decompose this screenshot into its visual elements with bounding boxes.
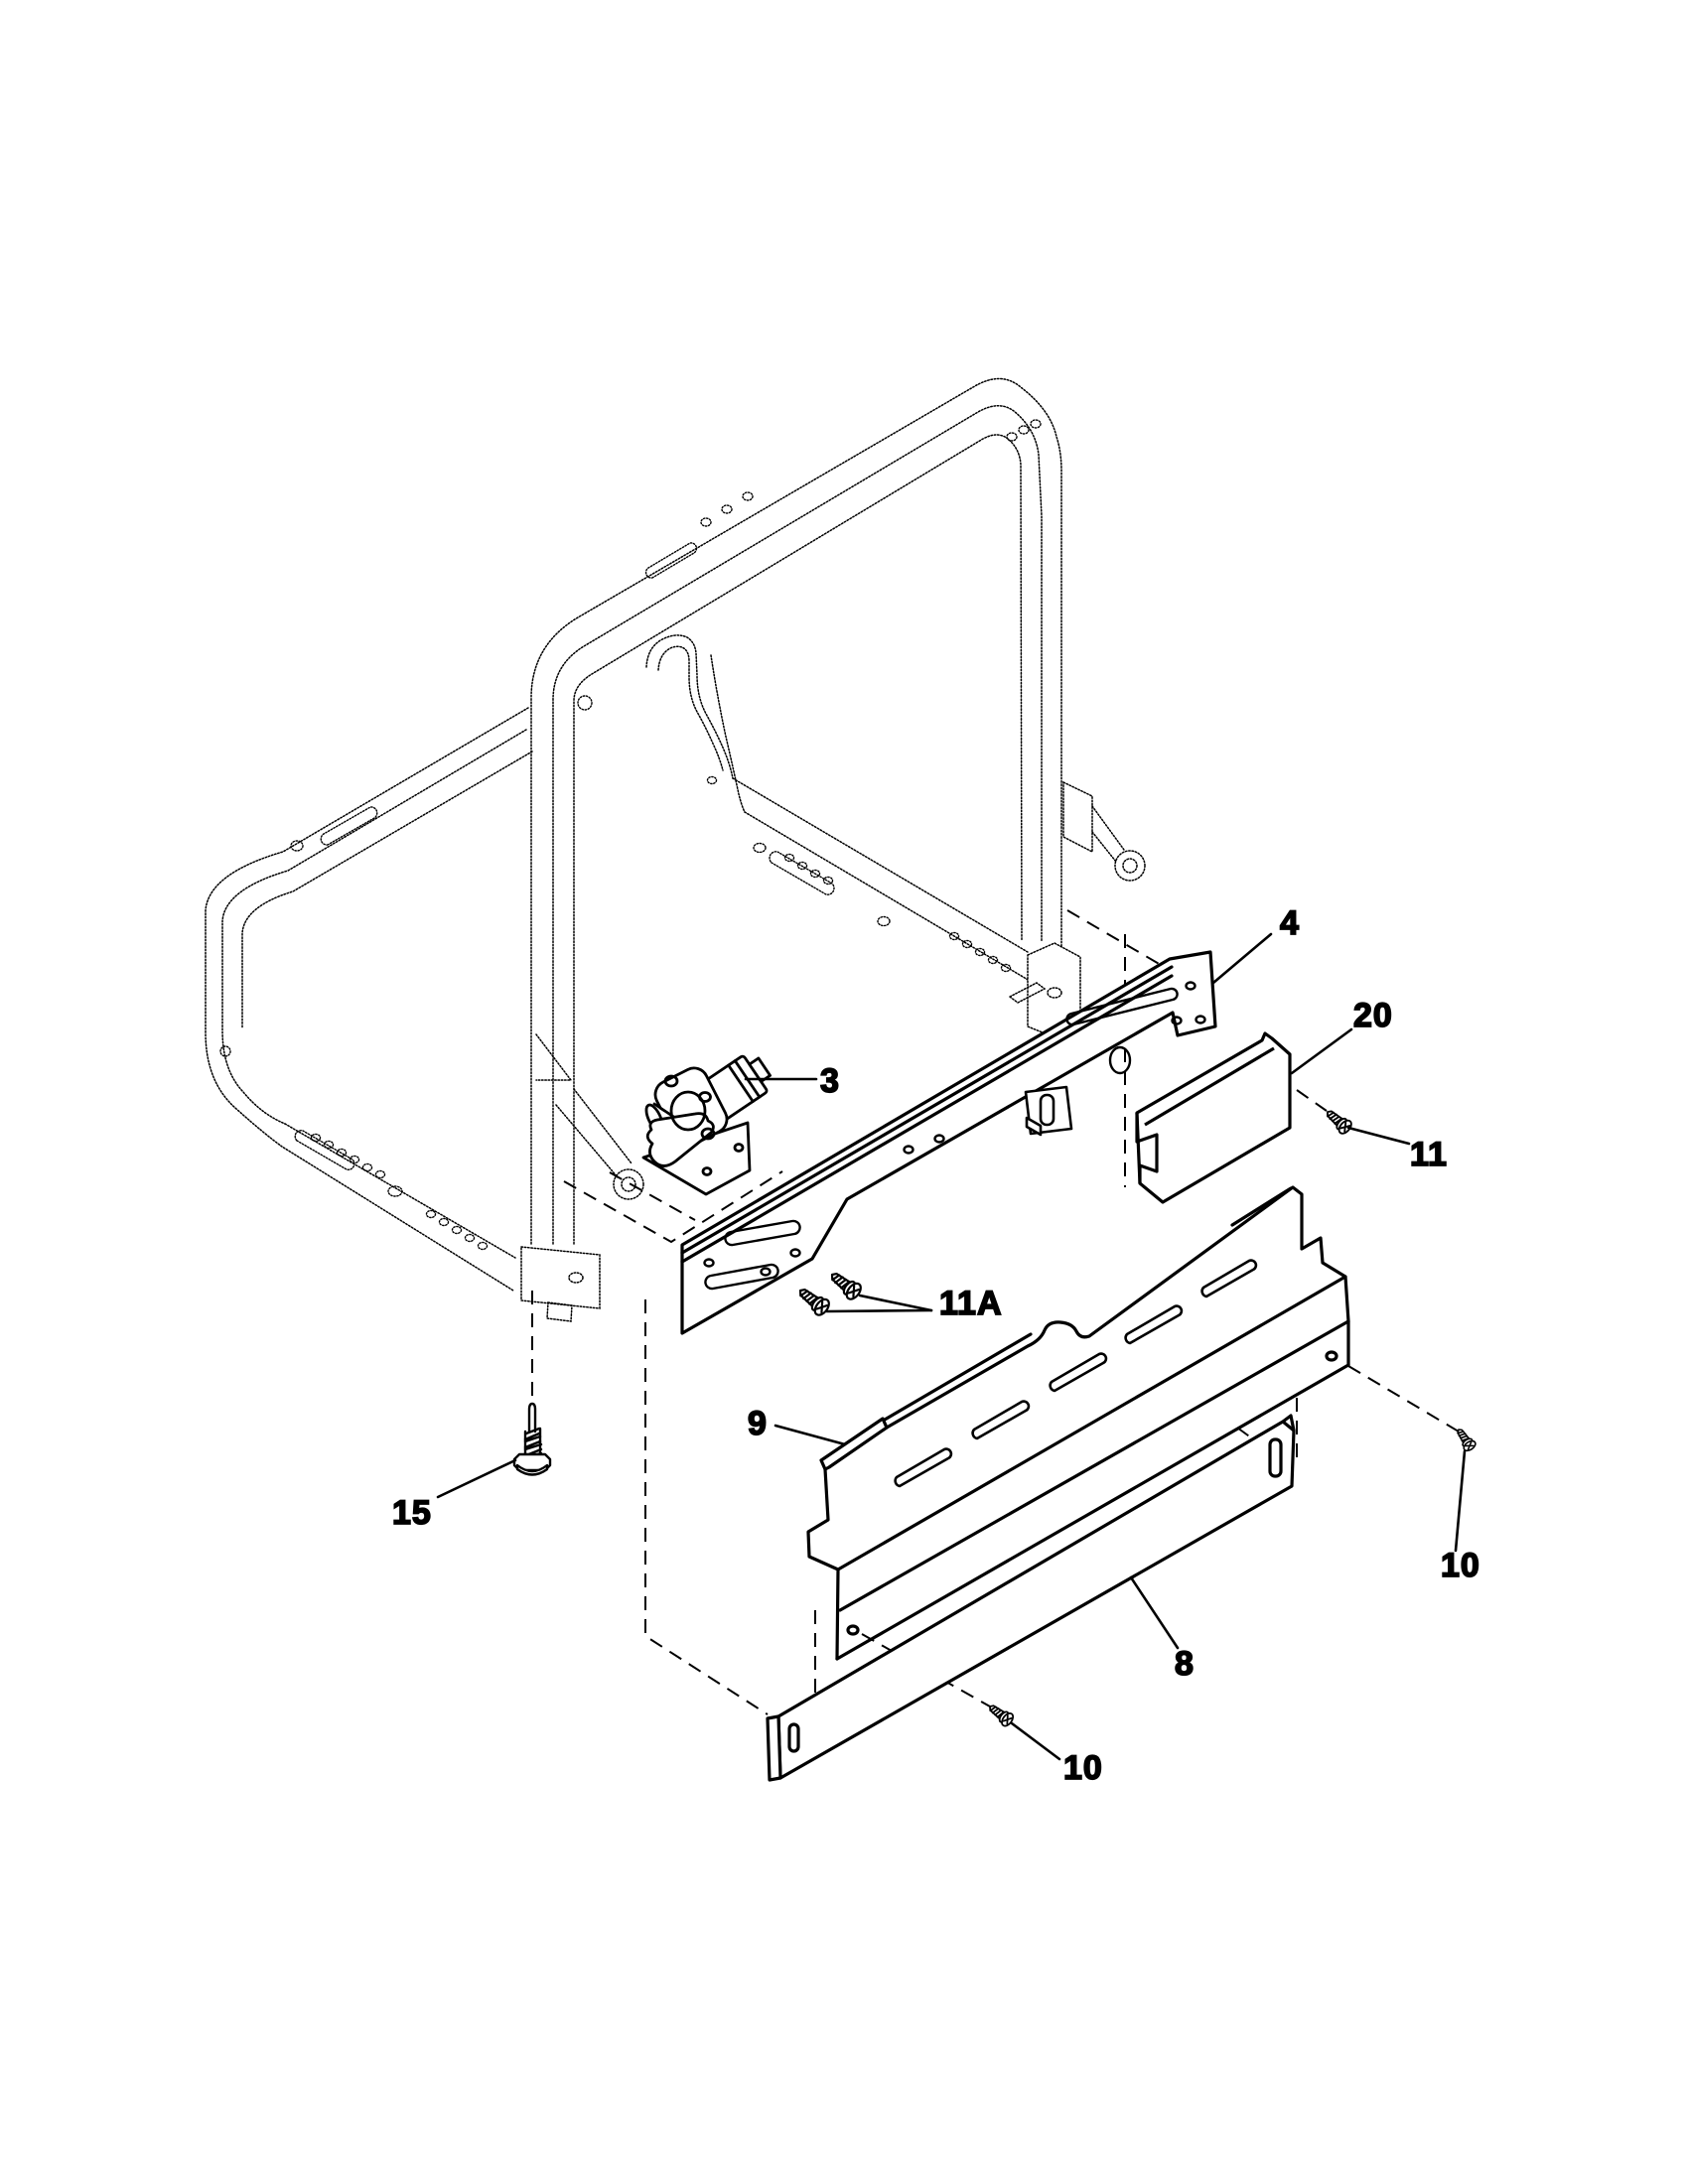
svg-text:4: 4 (1280, 904, 1300, 942)
svg-text:11: 11 (1410, 1136, 1448, 1173)
svg-text:10: 10 (1063, 1749, 1103, 1787)
svg-text:11A: 11A (939, 1285, 1003, 1322)
svg-text:3: 3 (820, 1062, 840, 1100)
svg-text:9: 9 (748, 1405, 768, 1442)
svg-text:8: 8 (1175, 1645, 1195, 1683)
svg-text:20: 20 (1353, 997, 1393, 1034)
svg-text:15: 15 (392, 1494, 432, 1532)
svg-text:10: 10 (1441, 1547, 1480, 1584)
